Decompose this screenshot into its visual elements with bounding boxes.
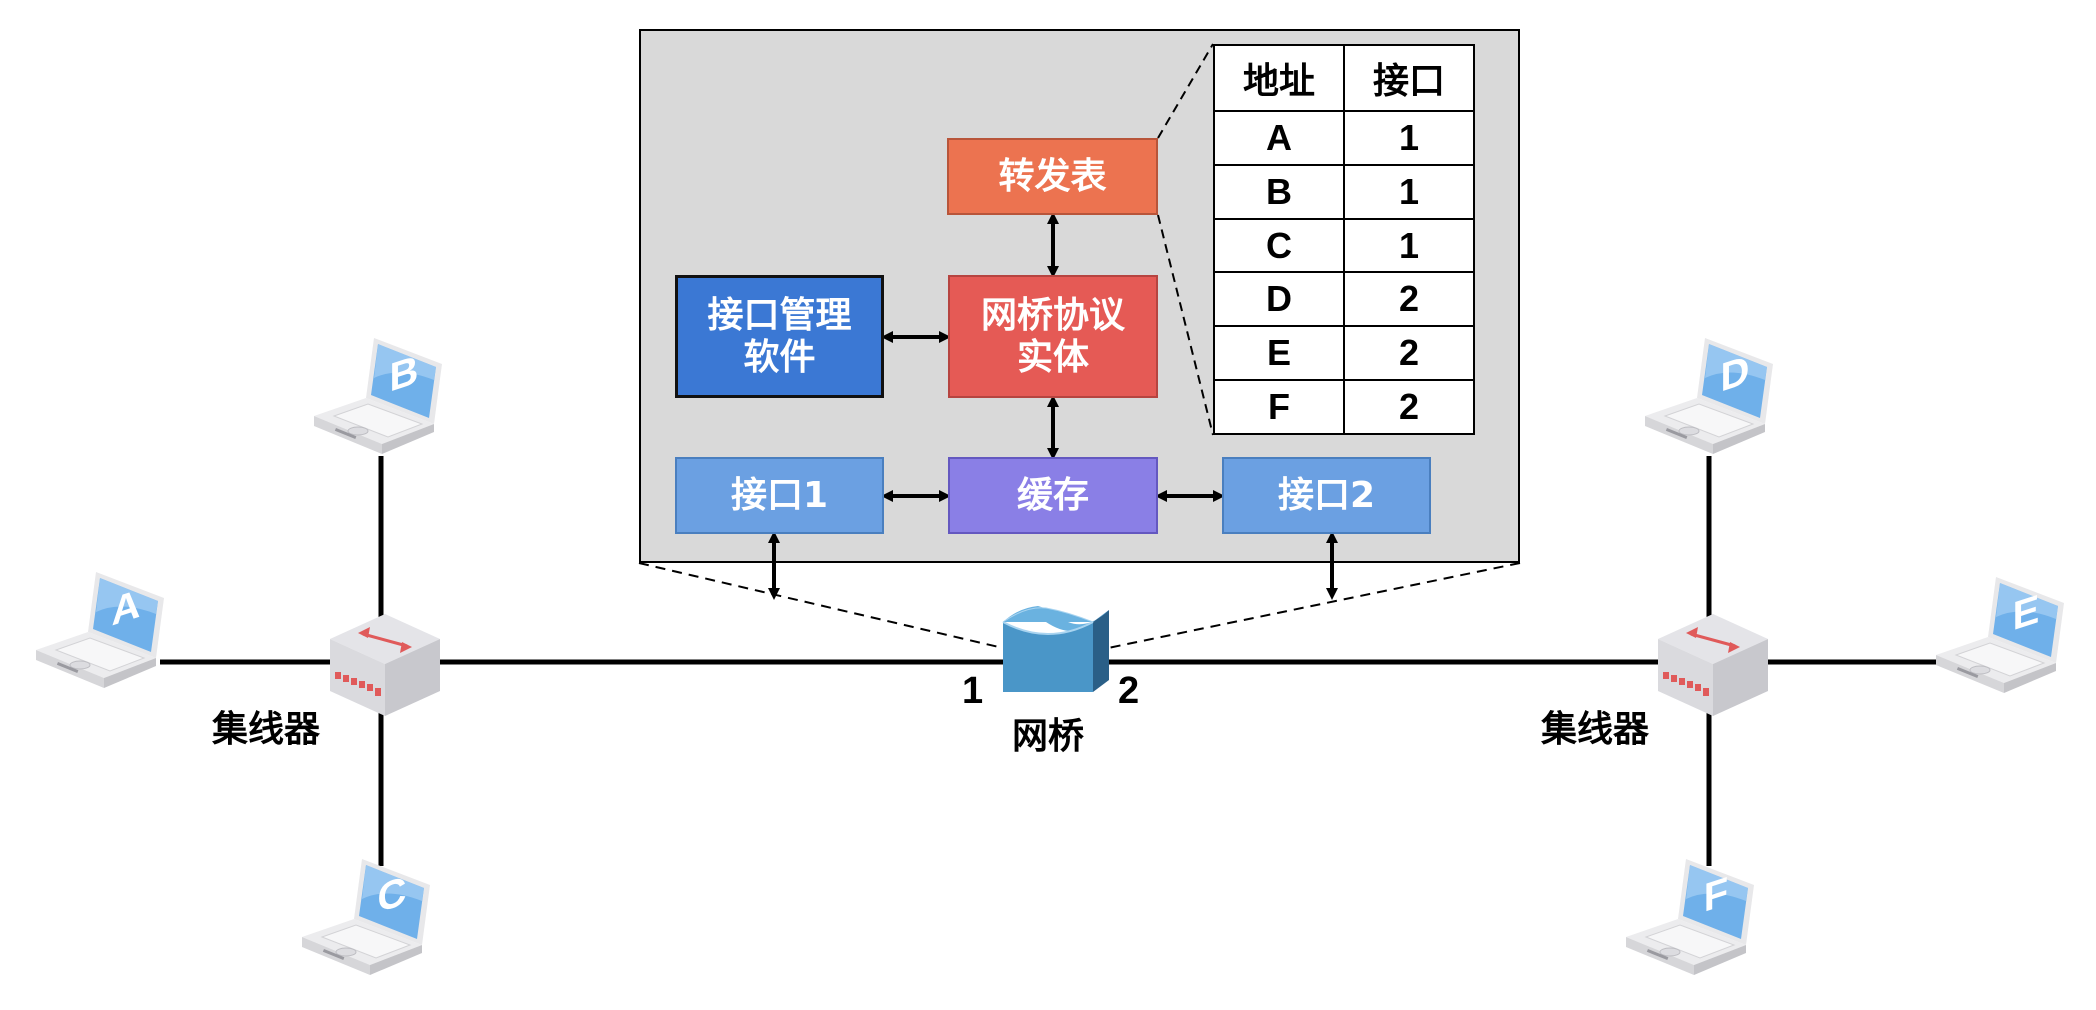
zoom-guide-right	[1107, 562, 1521, 649]
laptop-c-icon: C	[302, 857, 430, 981]
header-interface: 接口	[1343, 43, 1475, 113]
hub-right-label: 集线器	[1541, 709, 1650, 750]
interface-management-software-box: 接口管理 软件	[675, 275, 884, 398]
cell-address: A	[1213, 110, 1345, 166]
bridge-protocol-entity-box: 网桥协议 实体	[948, 275, 1158, 398]
cell-interface: 1	[1343, 163, 1475, 220]
cell-address: F	[1213, 379, 1345, 435]
cell-address: E	[1213, 325, 1345, 382]
table-row: E 2	[1213, 325, 1475, 382]
forwarding-table-box-label: 转发表	[998, 155, 1107, 197]
cell-address: B	[1213, 163, 1345, 220]
hub-left-label: 集线器	[212, 709, 321, 750]
interface-management-line2: 软件	[743, 336, 816, 378]
laptop-graphic	[1936, 577, 2064, 693]
laptop-f-icon: F	[1626, 857, 1754, 981]
interface-management-line1: 接口管理	[707, 295, 852, 337]
laptop-graphic	[302, 859, 430, 975]
interface-2-label: 接口2	[1277, 474, 1376, 516]
laptop-graphic	[1645, 338, 1773, 454]
table-row: D 2	[1213, 271, 1475, 328]
bridge-icon	[1002, 606, 1109, 692]
laptop-e-icon: E	[1936, 575, 2064, 699]
cell-interface: 2	[1343, 379, 1475, 435]
laptop-graphic	[1626, 859, 1754, 975]
buffer-label: 缓存	[1016, 474, 1089, 516]
hub-right-icon	[1658, 614, 1768, 716]
zoom-guide-left	[638, 562, 1004, 649]
hub-left-icon	[330, 614, 440, 716]
cell-address: C	[1213, 217, 1345, 274]
laptop-d-icon: D	[1645, 336, 1773, 460]
bridge-label: 网桥	[1012, 716, 1085, 757]
table-row: A 1	[1213, 110, 1475, 166]
cell-interface: 2	[1343, 325, 1475, 382]
protocol-entity-line2: 实体	[1016, 336, 1089, 378]
table-row: C 1	[1213, 217, 1475, 274]
laptop-a-icon: A	[36, 570, 164, 694]
forwarding-table-header: 地址 接口	[1213, 43, 1475, 113]
header-address: 地址	[1213, 43, 1345, 113]
table-row: B 1	[1213, 163, 1475, 220]
bridge-port-2-label: 2	[1118, 670, 1140, 712]
table-guide-bottom	[1157, 214, 1214, 436]
laptop-graphic	[314, 338, 442, 454]
cell-interface: 1	[1343, 217, 1475, 274]
cell-interface: 2	[1343, 271, 1475, 328]
buffer-box: 缓存	[948, 457, 1158, 534]
protocol-entity-line1: 网桥协议	[980, 295, 1125, 337]
laptop-b-icon: B	[314, 336, 442, 460]
laptop-graphic	[36, 572, 164, 688]
interface-1-label: 接口1	[730, 474, 829, 516]
cell-interface: 1	[1343, 110, 1475, 166]
table-guide-top	[1157, 43, 1214, 139]
interface-2-box: 接口2	[1222, 457, 1431, 534]
forwarding-table: 地址 接口 A 1 B 1 C 1 D 2 E 2 F 2	[1213, 43, 1475, 435]
cell-address: D	[1213, 271, 1345, 328]
table-row: F 2	[1213, 379, 1475, 435]
forwarding-table-box: 转发表	[947, 138, 1158, 215]
interface-1-box: 接口1	[675, 457, 884, 534]
bridge-port-1-label: 1	[962, 670, 984, 712]
